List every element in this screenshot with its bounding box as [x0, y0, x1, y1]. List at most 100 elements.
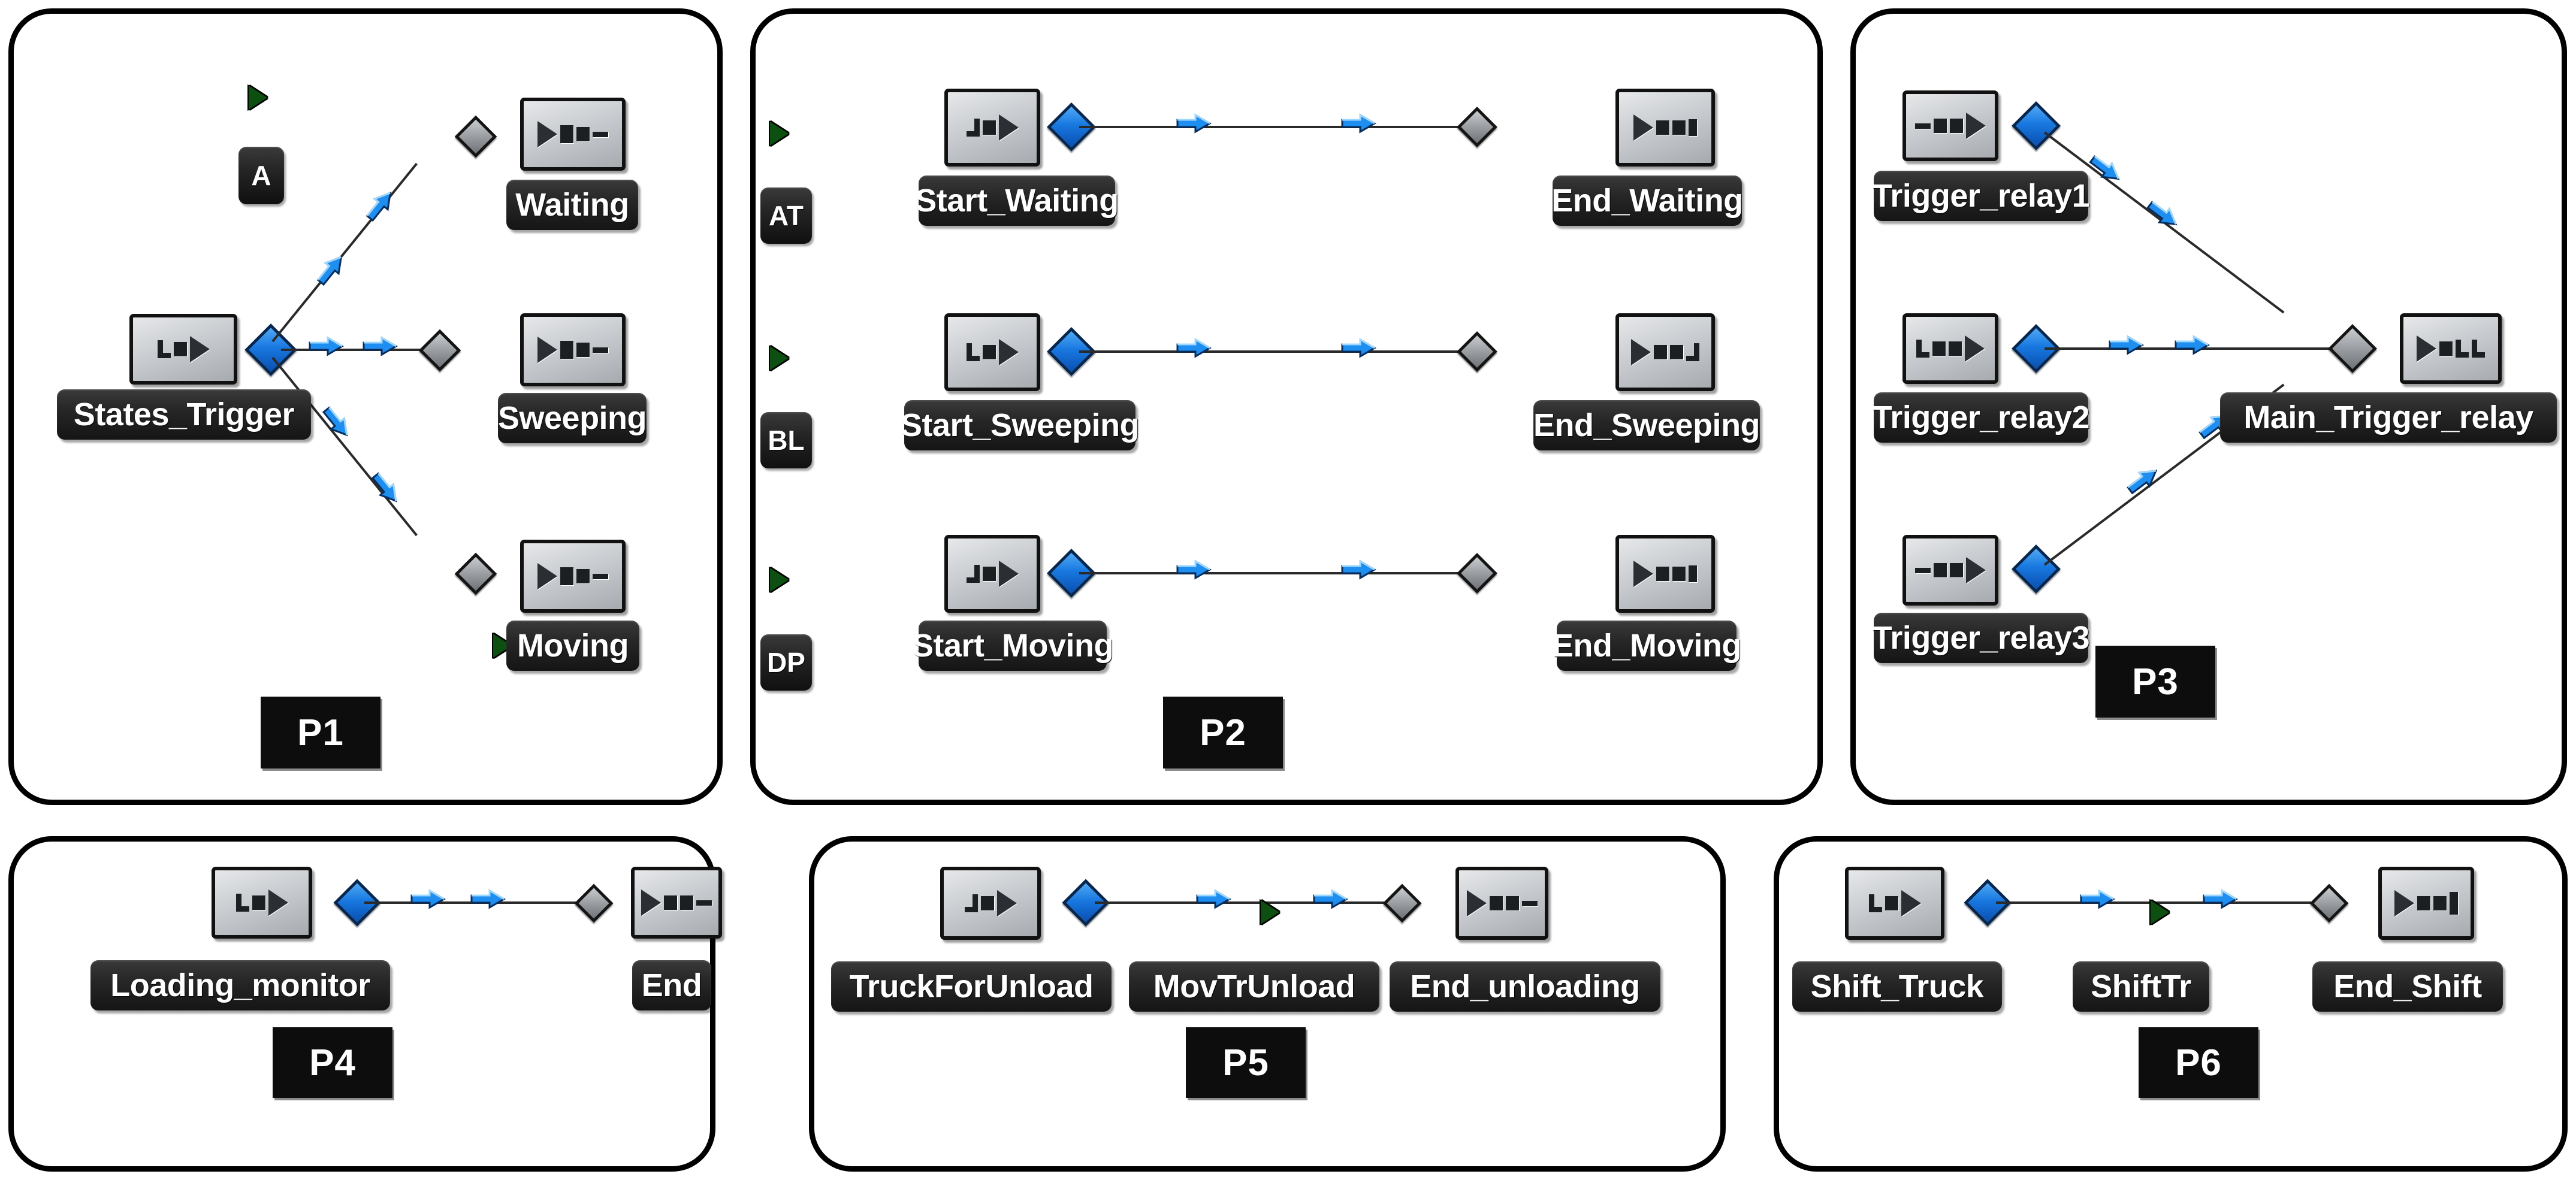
target-port-diamond[interactable] [2327, 323, 2378, 374]
node-label-end-shift[interactable]: End_Shift [2312, 961, 2503, 1012]
node-label-end-moving[interactable]: End_Moving [1552, 621, 1742, 671]
trigger-target-icon [2403, 317, 2498, 380]
node-label-mov-tr-unload[interactable]: MovTrUnload [1129, 961, 1379, 1012]
flow-arrow-icon [469, 888, 506, 917]
device-icon-moving[interactable] [520, 540, 626, 613]
trigger-target-icon [524, 543, 622, 609]
flow-arrow-icon [2080, 149, 2127, 195]
node-label-trigger-relay1[interactable]: Trigger_relay1 [1873, 171, 2090, 221]
target-port-diamond[interactable] [2309, 884, 2349, 923]
tag-at[interactable]: AT [760, 187, 812, 244]
device-icon-end-moving[interactable] [1615, 535, 1715, 613]
flow-arrow-icon [1175, 113, 1212, 141]
trigger-target-icon [635, 870, 718, 935]
flow-arrow-icon [2122, 461, 2169, 506]
tag-bl[interactable]: BL [760, 412, 812, 468]
node-label-sweeping[interactable]: Sweeping [498, 393, 647, 443]
target-port-diamond[interactable] [574, 884, 614, 923]
panel-p5[interactable]: TruckForUnload MovTrUnload End_unloading… [809, 836, 1726, 1172]
target-port-diamond[interactable] [1457, 553, 1497, 594]
connector-line [1079, 126, 1469, 128]
target-port-diamond[interactable] [1457, 107, 1497, 147]
node-label-start-sweeping[interactable]: Start_Sweeping [901, 400, 1140, 450]
trigger-source-icon [215, 870, 309, 935]
connector-line [271, 356, 418, 537]
connector-line [1095, 901, 1406, 904]
device-icon-trigger-relay3[interactable] [1902, 535, 1998, 606]
node-label-trigger-relay2[interactable]: Trigger_relay2 [1873, 392, 2090, 443]
node-label-end-unloading[interactable]: End_unloading [1390, 961, 1660, 1012]
node-label-shift-tr[interactable]: ShiftTr [2073, 961, 2209, 1012]
source-port-diamond[interactable] [2011, 101, 2061, 151]
node-label-waiting[interactable]: Waiting [506, 180, 638, 230]
panel-p3[interactable]: Trigger_relay1 Trigger_relay2 Trigger_re… [1850, 8, 2567, 805]
source-port-diamond[interactable] [2011, 544, 2061, 594]
panel-tag-p1[interactable]: P1 [261, 697, 380, 768]
panel-p2[interactable]: AT [750, 8, 1823, 805]
panel-p4[interactable]: Loading_monitor End P4 [8, 836, 722, 1172]
flow-arrow-icon [361, 335, 398, 364]
device-icon-main-trigger-relay[interactable] [2400, 313, 2502, 384]
flow-arrow-icon [2079, 888, 2116, 917]
node-label-end[interactable]: End [632, 960, 711, 1010]
device-icon-end[interactable] [631, 867, 722, 939]
node-label-states-trigger[interactable]: States_Trigger [57, 389, 311, 440]
device-icon-trigger-relay1[interactable] [1902, 90, 1998, 161]
flow-arrow-icon [2107, 334, 2145, 363]
device-icon-states-trigger[interactable] [129, 314, 237, 385]
trigger-source-icon [133, 317, 234, 381]
target-port-diamond[interactable] [454, 552, 497, 595]
panel-tag-p4[interactable]: P4 [273, 1027, 392, 1098]
trigger-source-icon [1906, 94, 1995, 158]
panel-p6[interactable]: Shift_Truck ShiftTr End_Shift P6 [1774, 836, 2568, 1172]
device-icon-sweeping[interactable] [520, 313, 626, 386]
node-label-end-sweeping[interactable]: End_Sweeping [1533, 400, 1760, 450]
node-label-truck-for-unload[interactable]: TruckForUnload [831, 961, 1112, 1012]
node-label-shift-truck[interactable]: Shift_Truck [1792, 961, 2002, 1012]
trigger-source-icon [944, 870, 1037, 936]
run-marker-icon [249, 86, 267, 110]
device-icon-start-moving[interactable] [944, 535, 1040, 613]
node-label-moving[interactable]: Moving [506, 621, 639, 671]
trigger-target-icon [524, 101, 622, 167]
node-label-main-trigger-relay[interactable]: Main_Trigger_relay [2220, 392, 2557, 443]
connector-line [281, 349, 431, 351]
device-icon-shift-truck[interactable] [1845, 867, 1944, 940]
trigger-target-icon [1459, 870, 1545, 936]
device-icon-end-waiting[interactable] [1615, 89, 1715, 167]
panel-tag-p5[interactable]: P5 [1186, 1027, 1306, 1098]
device-icon-truck-for-unload[interactable] [940, 867, 1041, 940]
target-port-diamond[interactable] [418, 329, 461, 372]
device-icon-end-sweeping[interactable] [1615, 313, 1715, 391]
node-label-start-waiting[interactable]: Start_Waiting [915, 176, 1119, 226]
trigger-target-icon [1619, 317, 1711, 388]
tag-a[interactable]: A [238, 147, 284, 204]
target-port-diamond[interactable] [454, 115, 497, 158]
run-marker-icon [770, 122, 789, 146]
node-label-loading-monitor[interactable]: Loading_monitor [90, 960, 390, 1010]
node-label-start-moving[interactable]: Start_Moving [912, 621, 1114, 671]
device-icon-end-shift[interactable] [2378, 867, 2474, 940]
panel-tag-p6[interactable]: P6 [2139, 1027, 2258, 1098]
device-icon-start-sweeping[interactable] [944, 313, 1040, 391]
target-port-diamond[interactable] [1382, 884, 1422, 923]
trigger-target-icon [1619, 538, 1711, 609]
device-icon-end-unloading[interactable] [1455, 867, 1548, 940]
node-label-end-waiting[interactable]: End_Waiting [1551, 176, 1743, 226]
panel-p1[interactable]: A [8, 8, 723, 805]
flow-arrow-icon [1340, 113, 1377, 141]
flow-arrow-icon [2137, 195, 2184, 240]
device-icon-trigger-relay2[interactable] [1902, 313, 1998, 384]
device-icon-loading-monitor[interactable] [212, 867, 312, 939]
connector-line [271, 162, 418, 343]
panel-tag-p3[interactable]: P3 [2095, 646, 2215, 718]
target-port-diamond[interactable] [1457, 331, 1497, 372]
flow-arrow-icon [1195, 888, 1232, 917]
flow-arrow-icon [2201, 888, 2239, 917]
device-icon-start-waiting[interactable] [944, 89, 1040, 167]
device-icon-waiting[interactable] [520, 98, 626, 171]
flow-arrow-icon [360, 184, 406, 231]
tag-dp[interactable]: DP [760, 634, 812, 691]
panel-tag-p2[interactable]: P2 [1163, 697, 1283, 768]
node-label-trigger-relay3[interactable]: Trigger_relay3 [1873, 613, 2090, 663]
